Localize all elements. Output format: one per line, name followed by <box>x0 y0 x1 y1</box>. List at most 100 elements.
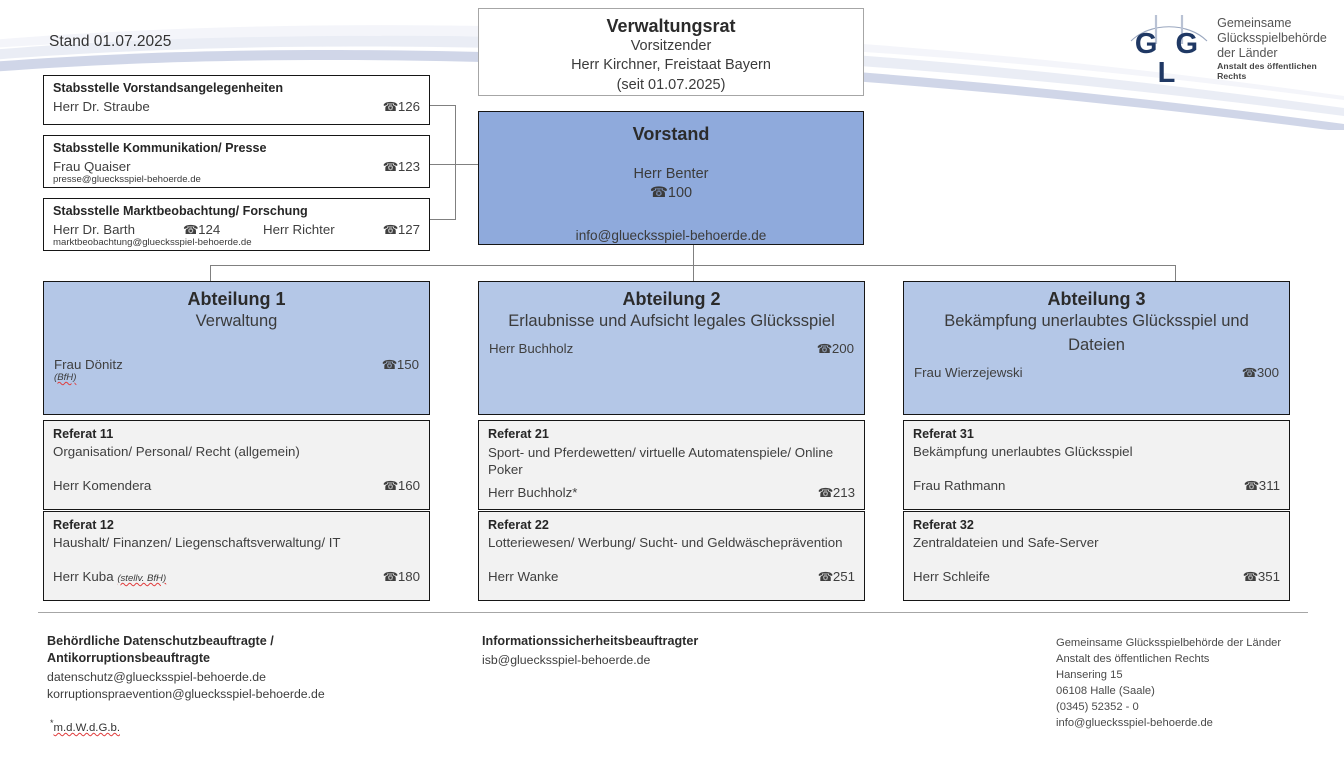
connector-staff-2 <box>429 164 456 166</box>
stabsstelle-person: Herr Dr. Straube <box>53 99 150 114</box>
phone-icon: ☎ <box>1242 570 1259 584</box>
logo-arc-icon <box>1130 15 1208 44</box>
address-line-4: 06108 Halle (Saale) <box>1056 684 1155 697</box>
referat-22-box[interactable]: Referat 22 Lotteriewesen/ Werbung/ Sucht… <box>478 511 865 601</box>
referat-person-note: (stellv. BfH) <box>117 573 167 584</box>
referat-phone: ☎351 <box>1242 569 1280 584</box>
address-line-3: Hansering 15 <box>1056 668 1123 681</box>
stabsstelle-vorstandsangelegenheiten[interactable]: Stabsstelle Vorstandsangelegenheiten Her… <box>43 75 430 125</box>
footer-divider <box>38 612 1308 613</box>
referat-person: Herr Wanke <box>488 569 559 584</box>
referat-21-box[interactable]: Referat 21 Sport- und Pferdewetten/ virt… <box>478 420 865 510</box>
abteilung-subtitle: Verwaltung <box>195 312 278 330</box>
datenschutz-title-line-1: Behördliche Datenschutzbeauftragte / <box>47 634 274 648</box>
connector-dept-1-drop <box>210 265 212 287</box>
datenschutz-email-1[interactable]: datenschutz@gluecksspiel-behoerde.de <box>47 670 266 684</box>
stabsstelle-phone: ☎124 <box>183 222 221 237</box>
referat-number: Referat 31 <box>913 427 974 441</box>
abteilung-title: Abteilung 1 <box>187 289 286 309</box>
phone-icon: ☎ <box>817 485 834 500</box>
referat-number: Referat 21 <box>488 427 549 441</box>
referat-phone: ☎180 <box>382 569 420 584</box>
abteilung-subtitle: Erlaubnisse und Aufsicht legales Glückss… <box>508 312 835 330</box>
abteilung-2-box[interactable]: Abteilung 2 Erlaubnisse und Aufsicht leg… <box>478 281 865 415</box>
abteilung-phone: ☎150 <box>381 356 419 372</box>
datenschutz-block: Behördliche Datenschutzbeauftragte / Ant… <box>47 633 325 702</box>
stabsstelle-email[interactable]: marktbeobachtung@gluecksspiel-behoerde.d… <box>53 237 252 248</box>
referat-phone: ☎160 <box>382 478 420 493</box>
address-block: Gemeinsame Glücksspielbehörde der Länder… <box>1056 636 1281 731</box>
abteilung-person-note: (BfH) <box>54 371 77 383</box>
referat-31-box[interactable]: Referat 31 Bekämpfung unerlaubtes Glücks… <box>903 420 1290 510</box>
abteilung-1-box[interactable]: Abteilung 1 Verwaltung Frau Dönitz ☎150 … <box>43 281 430 415</box>
stabsstelle-person: Herr Dr. Barth <box>53 222 136 237</box>
logo-line-1: Gemeinsame <box>1217 16 1292 30</box>
abteilung-person: Frau Wierzejewski <box>914 364 1023 380</box>
vorstand-email[interactable]: info@gluecksspiel-behoerde.de <box>575 227 767 243</box>
connector-departments-bus <box>210 265 1176 267</box>
footnote: *m.d.W.d.G.b. <box>50 718 120 734</box>
abteilung-3-box[interactable]: Abteilung 3 Bekämpfung unerlaubtes Glück… <box>903 281 1290 415</box>
verwaltungsrat-person: Herr Kirchner, Freistaat Bayern <box>571 57 771 74</box>
referat-person: Herr Schleife <box>913 569 990 584</box>
phone-icon: ☎ <box>649 185 668 202</box>
abteilung-person: Frau Dönitz <box>54 356 123 372</box>
stabsstelle-marktbeobachtung-forschung[interactable]: Stabsstelle Marktbeobachtung/ Forschung … <box>43 198 430 251</box>
vorstand-person: Herr Benter <box>633 166 709 182</box>
abteilung-subtitle: Bekämpfung unerlaubtes Glücksspiel und D… <box>944 312 1249 354</box>
stabsstelle-title: Stabsstelle Kommunikation/ Presse <box>53 141 267 155</box>
referat-description: Bekämpfung unerlaubtes Glücksspiel <box>913 444 1133 459</box>
referat-person: Frau Rathmann <box>913 478 1006 493</box>
stabsstelle-title: Stabsstelle Marktbeobachtung/ Forschung <box>53 204 308 218</box>
isb-title: Informationssicherheitsbeauftragter <box>482 634 699 648</box>
connector-staff-spine <box>455 105 457 220</box>
stabsstelle-phone-2: ☎127 <box>382 222 420 237</box>
vorstand-title: Vorstand <box>632 124 710 144</box>
referat-phone: ☎251 <box>817 569 855 584</box>
connector-dept-3-drop <box>1175 265 1177 287</box>
referat-number: Referat 22 <box>488 518 549 532</box>
abteilung-person: Herr Buchholz <box>489 340 574 356</box>
phone-icon: ☎ <box>382 223 399 237</box>
isb-email[interactable]: isb@gluecksspiel-behoerde.de <box>482 653 651 667</box>
vorstand-box[interactable]: Vorstand Herr Benter ☎100 info@glueckssp… <box>478 111 864 245</box>
referat-person: Herr Kuba (stellv. BfH) <box>53 569 167 584</box>
ggl-logo: G G L Gemeinsame Glücksspielbehörde der … <box>1128 10 1344 88</box>
phone-icon: ☎ <box>1243 479 1260 493</box>
referat-12-box[interactable]: Referat 12 Haushalt/ Finanzen/ Liegensch… <box>43 511 430 601</box>
abteilung-title: Abteilung 2 <box>622 289 721 309</box>
referat-32-box[interactable]: Referat 32 Zentraldateien und Safe-Serve… <box>903 511 1290 601</box>
verwaltungsrat-title: Verwaltungsrat <box>606 16 736 36</box>
referat-description: Organisation/ Personal/ Recht (allgemein… <box>53 444 300 459</box>
referat-person: Herr Komendera <box>53 478 152 493</box>
verwaltungsrat-box[interactable]: Verwaltungsrat Vorsitzender Herr Kirchne… <box>478 8 864 96</box>
phone-icon: ☎ <box>382 160 399 174</box>
stabsstelle-email[interactable]: presse@gluecksspiel-behoerde.de <box>53 174 201 185</box>
stabsstelle-phone: ☎126 <box>382 99 420 114</box>
phone-icon: ☎ <box>816 341 833 356</box>
address-email[interactable]: info@gluecksspiel-behoerde.de <box>1056 716 1213 729</box>
abteilung-phone: ☎200 <box>816 340 854 356</box>
logo-letters: G G L <box>1134 28 1204 89</box>
verwaltungsrat-since: (seit 01.07.2025) <box>616 76 726 93</box>
address-line-2: Anstalt des öffentlichen Rechts <box>1056 652 1210 665</box>
phone-icon: ☎ <box>382 570 399 584</box>
referat-person: Herr Buchholz* <box>488 484 578 500</box>
referat-11-box[interactable]: Referat 11 Organisation/ Personal/ Recht… <box>43 420 430 510</box>
stabsstelle-kommunikation-presse[interactable]: Stabsstelle Kommunikation/ Presse Frau Q… <box>43 135 430 188</box>
abteilung-phone: ☎300 <box>1241 364 1279 380</box>
datenschutz-email-2[interactable]: korruptionspraevention@gluecksspiel-beho… <box>47 686 325 701</box>
referat-description: Sport- und Pferdewetten/ virtuelle Autom… <box>488 445 834 478</box>
referat-description: Haushalt/ Finanzen/ Liegenschaftsverwalt… <box>53 535 341 550</box>
datenschutz-title-line-2: Antikorruptionsbeauftragte <box>47 651 211 665</box>
connector-staff-to-vorstand <box>455 164 480 166</box>
verwaltungsrat-role: Vorsitzender <box>630 38 712 54</box>
phone-icon: ☎ <box>382 100 399 114</box>
phone-icon: ☎ <box>381 357 398 372</box>
stabsstelle-title: Stabsstelle Vorstandsangelegenheiten <box>53 81 284 95</box>
connector-staff-3 <box>429 219 456 221</box>
referat-number: Referat 32 <box>913 518 974 532</box>
abteilung-title: Abteilung 3 <box>1047 289 1146 309</box>
logo-line-3: der Länder <box>1217 45 1278 60</box>
